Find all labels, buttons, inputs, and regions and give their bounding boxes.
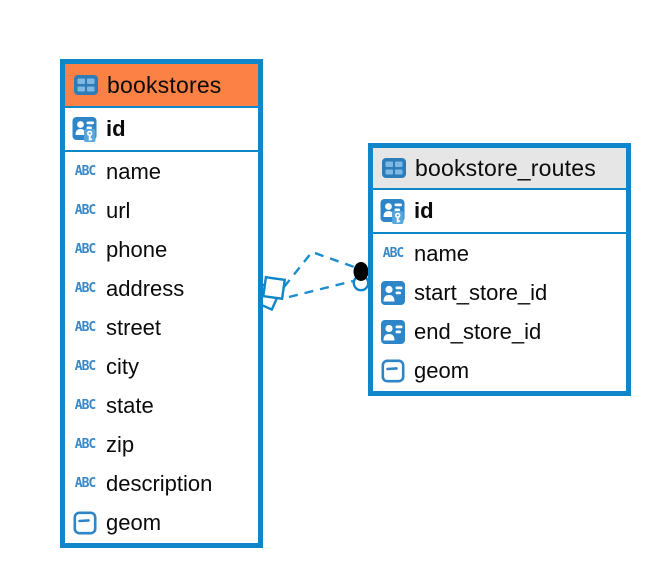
- column-label: address: [106, 275, 185, 301]
- text-type-icon: ABC: [74, 359, 97, 374]
- text-type-icon: ABC: [74, 281, 97, 296]
- one-end-marker[interactable]: [352, 262, 370, 292]
- column-row-geom[interactable]: geom: [65, 503, 258, 542]
- column-row-zip[interactable]: ABC zip: [65, 425, 258, 464]
- column-label: start_store_id: [414, 279, 548, 305]
- text-type-icon: ABC: [74, 398, 97, 413]
- table-icon: [73, 72, 99, 98]
- column-row-url[interactable]: ABC url: [65, 191, 258, 230]
- geometry-type-icon: [380, 358, 406, 384]
- primary-key-icon: [72, 116, 98, 142]
- column-row-street[interactable]: ABC street: [65, 308, 258, 347]
- column-row-description[interactable]: ABC description: [65, 464, 258, 503]
- text-type-icon: ABC: [74, 476, 97, 491]
- table-bookstores-header[interactable]: bookstores: [65, 64, 258, 108]
- text-type-icon: ABC: [74, 203, 97, 218]
- relationship-line-upper[interactable]: [283, 250, 358, 288]
- geometry-type-icon: [72, 510, 98, 536]
- column-label: name: [106, 158, 162, 184]
- column-label: geom: [106, 509, 162, 535]
- primary-key-icon: [380, 198, 406, 224]
- column-label: zip: [106, 431, 135, 457]
- column-label: name: [414, 240, 470, 266]
- column-label: street: [106, 314, 162, 340]
- table-bookstore-routes-title: bookstore_routes: [415, 154, 596, 181]
- text-type-icon: ABC: [74, 320, 97, 335]
- column-label: phone: [106, 236, 168, 262]
- column-label: state: [106, 392, 154, 418]
- column-row-phone[interactable]: ABC phone: [65, 230, 258, 269]
- table-icon: [381, 155, 407, 181]
- text-type-icon: ABC: [74, 437, 97, 452]
- column-row-city[interactable]: ABC city: [65, 347, 258, 386]
- column-label: url: [106, 197, 131, 223]
- column-label: end_store_id: [414, 318, 542, 344]
- text-type-icon: ABC: [382, 246, 405, 261]
- column-label: description: [106, 470, 213, 496]
- column-label: city: [106, 353, 139, 379]
- column-row-state[interactable]: ABC state: [65, 386, 258, 425]
- column-row-id[interactable]: id: [65, 108, 258, 152]
- column-row-start-store-id[interactable]: start_store_id: [373, 273, 626, 312]
- relationship-line-lower[interactable]: [288, 279, 354, 299]
- column-label: id: [106, 116, 126, 141]
- table-bookstore-routes-header[interactable]: bookstore_routes: [373, 148, 626, 190]
- column-row-end-store-id[interactable]: end_store_id: [373, 312, 626, 351]
- table-bookstores-title: bookstores: [107, 71, 222, 98]
- column-row-id[interactable]: id: [373, 190, 626, 234]
- column-row-address[interactable]: ABC address: [65, 269, 258, 308]
- column-row-name[interactable]: ABC name: [65, 152, 258, 191]
- reference-type-icon: [380, 280, 406, 306]
- text-type-icon: ABC: [74, 164, 97, 179]
- table-bookstore-routes[interactable]: bookstore_routes id: [368, 143, 631, 396]
- column-label: geom: [414, 357, 470, 383]
- column-row-name[interactable]: ABC name: [373, 234, 626, 273]
- table-bookstores[interactable]: bookstores id A: [60, 59, 263, 548]
- column-row-geom[interactable]: geom: [373, 351, 626, 390]
- reference-type-icon: [380, 319, 406, 345]
- text-type-icon: ABC: [74, 242, 97, 257]
- column-label: id: [414, 198, 434, 223]
